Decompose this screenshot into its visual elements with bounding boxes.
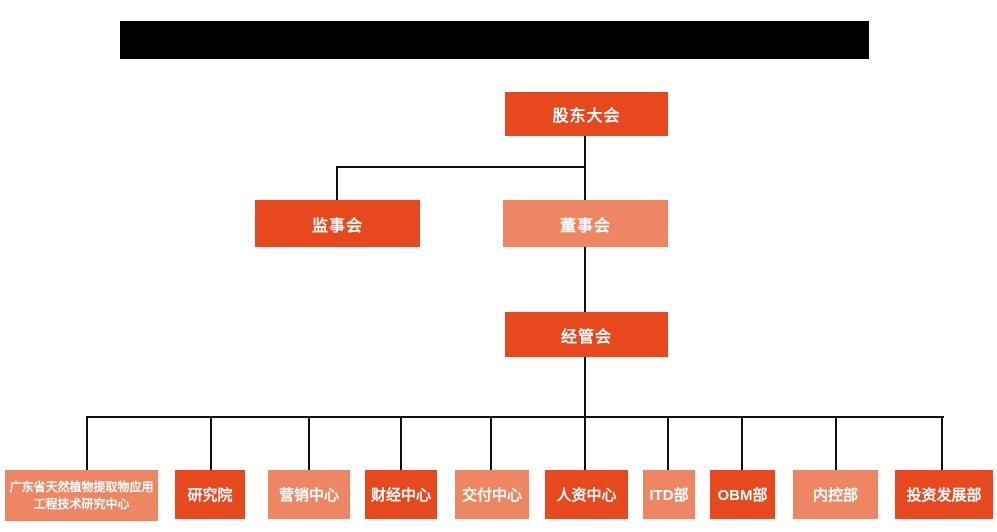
- org-node-label: 财经中心: [370, 487, 431, 504]
- org-node-label: 营销中心: [278, 487, 339, 504]
- org-node-hr-center: 人资中心: [545, 470, 628, 519]
- connector-drop-2: [210, 416, 212, 470]
- org-node-label: 监事会: [311, 217, 363, 235]
- connector-management-bus: [584, 357, 586, 417]
- org-node-label: 交付中心: [461, 487, 522, 504]
- connector-drop-4: [400, 416, 402, 470]
- org-node-investment-development-dept: 投资发展部: [895, 470, 993, 519]
- title-banner: [120, 21, 869, 59]
- connector-supervisory-vertical: [336, 166, 338, 200]
- org-node-label: OBM部: [717, 487, 768, 504]
- org-node-label: 投资发展部: [906, 487, 982, 504]
- org-node-research-center: 广东省天然植物提取物应用工程技术研究中心: [5, 470, 158, 521]
- org-node-obm-dept: OBM部: [710, 470, 775, 519]
- org-node-label: 股东大会: [552, 108, 621, 125]
- org-node-research-institute: 研究院: [175, 470, 245, 519]
- org-node-marketing-center: 营销中心: [268, 470, 350, 519]
- org-node-label: 人资中心: [556, 487, 617, 504]
- org-node-label: 董事会: [559, 217, 611, 235]
- org-node-shareholders-meeting: 股东大会: [505, 92, 668, 136]
- org-node-board-of-directors: 董事会: [503, 200, 668, 247]
- connector-branch-horizontal: [336, 166, 586, 168]
- connector-drop-3: [308, 416, 310, 470]
- connector-bus-horizontal: [87, 416, 944, 418]
- org-node-internal-control-dept: 内控部: [793, 470, 878, 519]
- connector-drop-5: [490, 416, 492, 470]
- org-node-label: 广东省天然植物提取物应用工程技术研究中心: [9, 480, 154, 511]
- org-node-label: 内控部: [812, 487, 858, 504]
- connector-drop-1: [86, 416, 88, 470]
- org-node-finance-center: 财经中心: [365, 470, 437, 519]
- connector-drop-8: [741, 416, 743, 470]
- connector-board-management: [584, 247, 586, 312]
- connector-root-vertical: [584, 136, 586, 200]
- org-node-label: 经管会: [560, 328, 612, 346]
- org-node-delivery-center: 交付中心: [455, 470, 529, 519]
- connector-drop-7: [667, 416, 669, 470]
- org-node-supervisory-board: 监事会: [255, 200, 420, 247]
- connector-drop-10: [941, 416, 943, 470]
- org-node-itd-dept: ITD部: [643, 470, 695, 519]
- org-node-management-committee: 经管会: [505, 312, 668, 357]
- org-node-label: ITD部: [649, 487, 689, 504]
- org-node-label: 研究院: [187, 487, 233, 504]
- connector-drop-9: [835, 416, 837, 470]
- connector-drop-6: [584, 416, 586, 470]
